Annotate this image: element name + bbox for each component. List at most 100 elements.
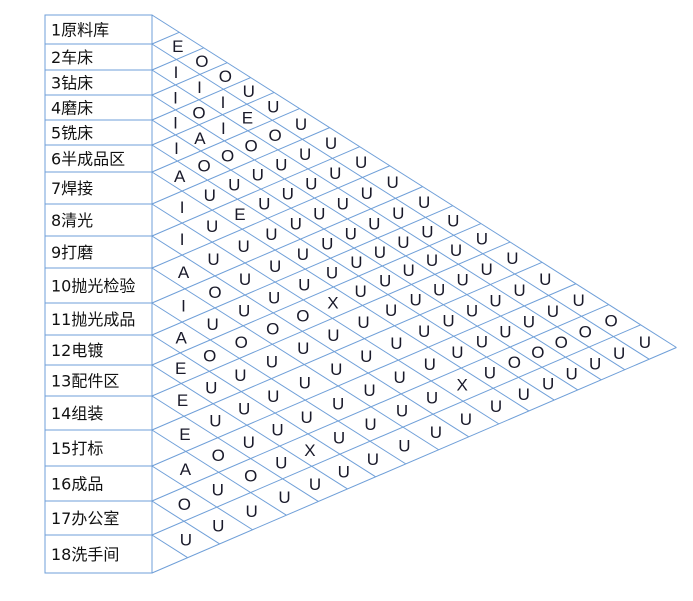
relation-14-15: E [179,425,190,444]
relation-1-3: O [195,52,208,71]
relation-10-13: O [235,333,248,352]
grid-line [151,347,677,574]
grid-line [151,186,423,304]
relation-3-14: U [456,270,468,289]
relation-9-10: A [178,263,190,282]
grid-line [151,267,439,451]
relation-10-17: U [364,415,376,434]
relation-2-8: U [299,145,311,164]
relation-2-12: U [421,223,433,242]
department-label: 11抛光成品 [51,310,135,329]
relation-10-18: U [398,436,410,455]
grid-line [151,119,579,391]
relation-11-15: U [267,387,279,406]
relation-10-16: U [332,394,344,413]
relation-3-11: U [368,214,380,233]
relation-1-10: U [386,173,398,192]
relation-10-14: U [266,352,278,371]
relation-3-18: U [589,354,601,373]
relation-11-17: U [333,429,345,448]
relation-7-9: U [206,217,218,236]
relation-8-18: U [460,410,472,429]
department-box [44,144,153,173]
relation-2-7: O [269,126,282,145]
department-label: 13配件区 [51,372,119,391]
relation-3-12: U [397,233,409,252]
relation-7-18: U [490,397,502,416]
relation-3-6: I [221,119,226,138]
relation-4-5: I [173,113,178,132]
relation-1-11: U [418,193,430,212]
relation-6-10: U [265,225,277,244]
relation-6-13: U [355,282,367,301]
relation-11-13: O [203,347,216,366]
relation-6-8: U [204,186,216,205]
relation-16-17: O [178,495,191,514]
grid-line [151,261,543,431]
relation-3-17: O [555,333,568,352]
relation-4-7: O [221,146,234,165]
relation-3-8: U [275,155,287,174]
relation-5-6: I [174,139,179,158]
department-box [44,69,153,96]
relation-9-12: U [238,301,250,320]
relation-10-15: U [299,373,311,392]
relation-6-12: U [326,264,338,283]
grid-line [151,334,376,478]
grid-line [151,146,360,237]
relation-3-9: U [305,174,317,193]
relation-5-17: O [508,353,521,372]
relation-15-17: U [212,481,224,500]
relation-7-16: U [424,355,436,374]
department-box [44,94,153,121]
department-box [44,235,153,269]
relation-1-2: E [172,37,183,56]
relation-4-13: U [402,261,414,280]
relation-1-9: U [355,153,367,172]
grid-line [151,47,204,71]
department-label: 4磨床 [51,99,93,118]
grid-line [151,534,188,559]
relation-9-14: U [297,339,309,358]
grid-line [151,69,626,371]
department-box [44,203,153,237]
relation-6-18: U [518,385,530,404]
relation-14-16: O [212,446,225,465]
department-label: 5铣床 [51,124,93,143]
grid-line [151,43,650,360]
relation-5-16: U [476,333,488,352]
relation-2-4: I [197,78,202,97]
relation-4-16: U [499,323,511,342]
relation-12-17: X [304,441,315,460]
relation-8-16: U [394,368,406,387]
relation-7-14: U [357,313,369,332]
grid-line [151,205,453,336]
department-box [44,334,153,366]
relation-9-17: U [396,402,408,421]
relation-4-18: U [566,365,578,384]
relation-2-9: U [329,164,341,183]
relation-12-16: U [271,421,283,440]
department-label: 7焊接 [51,179,93,198]
relation-2-6: E [242,108,253,127]
relation-1-18: U [639,333,651,352]
relation-6-14: U [385,301,397,320]
relation-7-12: U [298,276,310,295]
relation-4-15: U [466,301,478,320]
relation-1-17: O [604,312,617,331]
relation-15-18: U [245,502,257,521]
relation-4-9: U [282,185,294,204]
relation-8-11: U [239,270,251,289]
relation-4-17: O [531,343,544,362]
department-label: 2车床 [51,48,93,67]
relation-1-12: U [447,211,459,230]
relation-6-9: E [234,205,245,224]
grid-line [151,241,511,397]
relation-6-7: A [174,167,186,186]
relation-13-18: U [309,475,321,494]
relation-9-15: U [330,360,342,379]
grid-line [151,203,500,425]
relation-6-17: U [484,364,496,383]
relation-8-9: I [180,230,185,249]
